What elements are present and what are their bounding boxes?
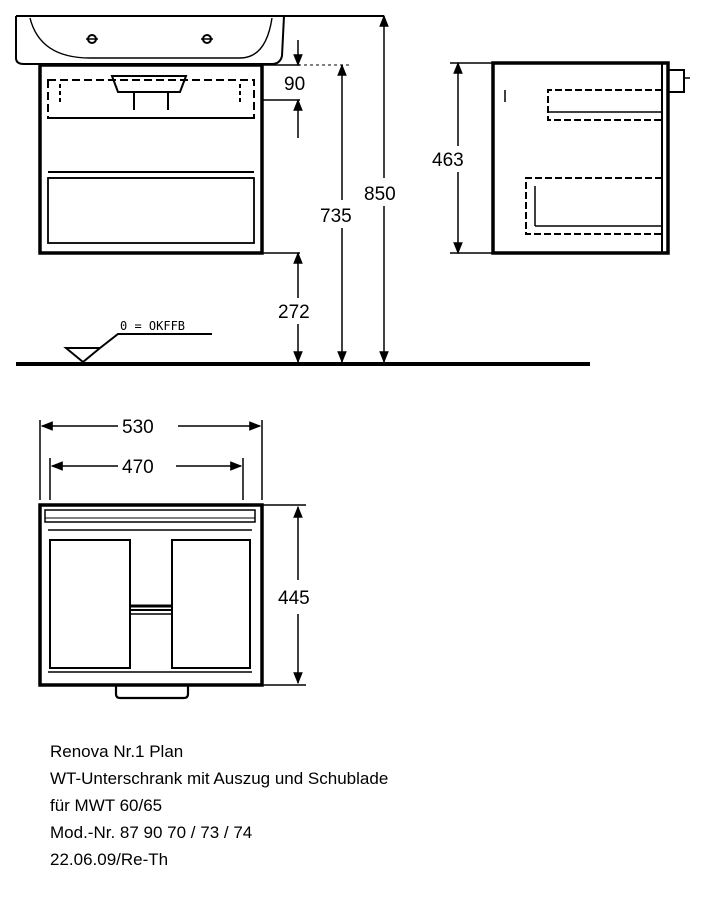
- dim-470: 470: [122, 457, 154, 478]
- front-drawer-lower: [47, 177, 255, 244]
- front-drawer-inner: [47, 79, 255, 119]
- caption-product: Renova Nr.1 Plan: [50, 742, 184, 761]
- side-cabinet: [491, 61, 670, 255]
- dim-90: 90: [284, 74, 305, 95]
- top-view: [38, 420, 306, 700]
- dim-850: 850: [364, 184, 396, 205]
- front-cabinet: [38, 63, 264, 255]
- basin-bowl: [29, 17, 273, 59]
- dim-735: 735: [320, 206, 352, 227]
- top-drawer-left: [49, 539, 131, 669]
- caption-model-number: Mod.-Nr. 87 90 70 / 73 / 74: [50, 823, 253, 842]
- siphon: [110, 75, 188, 110]
- side-drawer-upper: [547, 89, 662, 121]
- side-handle: [668, 69, 685, 93]
- dim-530: 530: [122, 417, 154, 438]
- dim-272: 272: [278, 302, 310, 323]
- top-drawer-right: [171, 539, 251, 669]
- side-drawer-lower: [525, 177, 662, 235]
- floor-reference-symbol: [63, 333, 212, 364]
- caption-block: Renova Nr.1 Plan WT-Unterschrank mit Aus…: [50, 738, 388, 873]
- top-handle: [114, 685, 190, 700]
- caption-fit: für MWT 60/65: [50, 796, 163, 815]
- dim-445: 445: [278, 588, 310, 609]
- top-cabinet: [38, 503, 264, 687]
- caption-date: 22.06.09/Re-Th: [50, 850, 169, 869]
- floor-reference-label: 0 = OKFFB: [120, 319, 185, 333]
- caption-description: WT-Unterschrank mit Auszug und Schublade: [50, 769, 389, 788]
- dim-463: 463: [432, 150, 464, 171]
- side-view: [450, 61, 690, 255]
